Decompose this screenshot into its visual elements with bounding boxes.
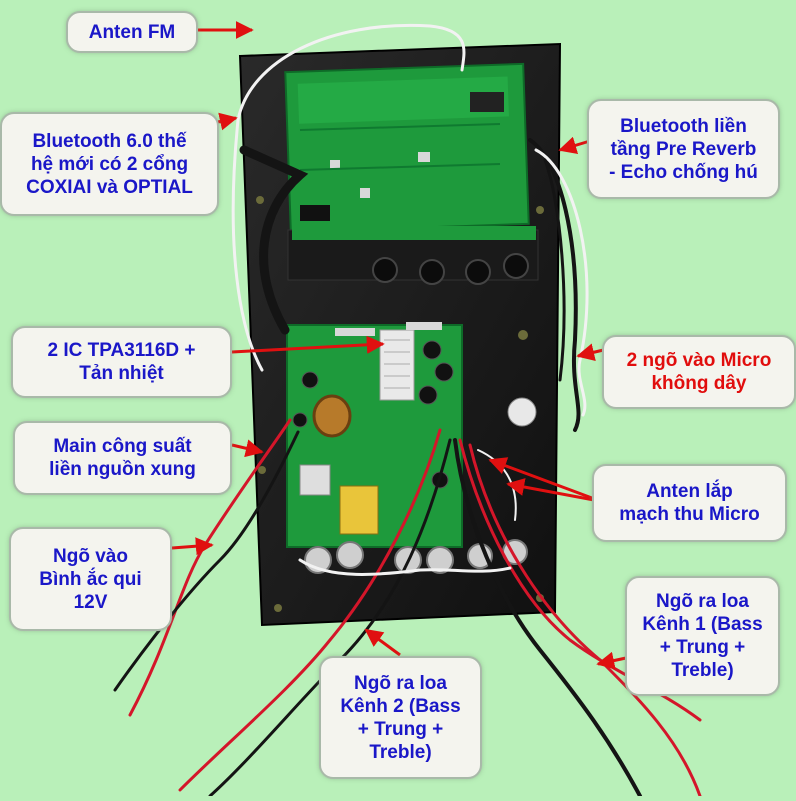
label-main-power: Main công suất liền nguồn xung (13, 421, 232, 495)
pre-board (287, 226, 539, 285)
label-speaker-ch2: Ngõ ra loa Kênh 2 (Bass + Trung + Treble… (319, 656, 482, 779)
transformer-icon (339, 485, 379, 535)
knob-icon (372, 253, 529, 285)
label-ic-tpa3116d: 2 IC TPA3116D + Tản nhiệt (11, 326, 232, 398)
buzzer-disc (507, 397, 537, 427)
label-bluetooth-pre-reverb: Bluetooth liền tầng Pre Reverb - Echo ch… (587, 99, 780, 199)
bluetooth-board-icon (284, 62, 530, 234)
label-battery-input: Ngõ vào Bình ắc qui 12V (9, 527, 172, 631)
amp-board-icon (286, 322, 463, 548)
label-micro-inputs: 2 ngõ vào Micro không dây (602, 335, 796, 409)
label-speaker-ch1: Ngõ ra loa Kênh 1 (Bass + Trung + Treble… (625, 576, 780, 696)
capacitor-icon (292, 340, 454, 489)
label-bluetooth-6: Bluetooth 6.0 thế hệ mới có 2 cổng COXIA… (0, 112, 219, 216)
label-anten-fm: Anten FM (66, 11, 198, 53)
arrow-icon (171, 21, 627, 670)
label-anten-micro: Anten lắp mạch thu Micro (592, 464, 787, 542)
inductor-icon (312, 394, 352, 438)
